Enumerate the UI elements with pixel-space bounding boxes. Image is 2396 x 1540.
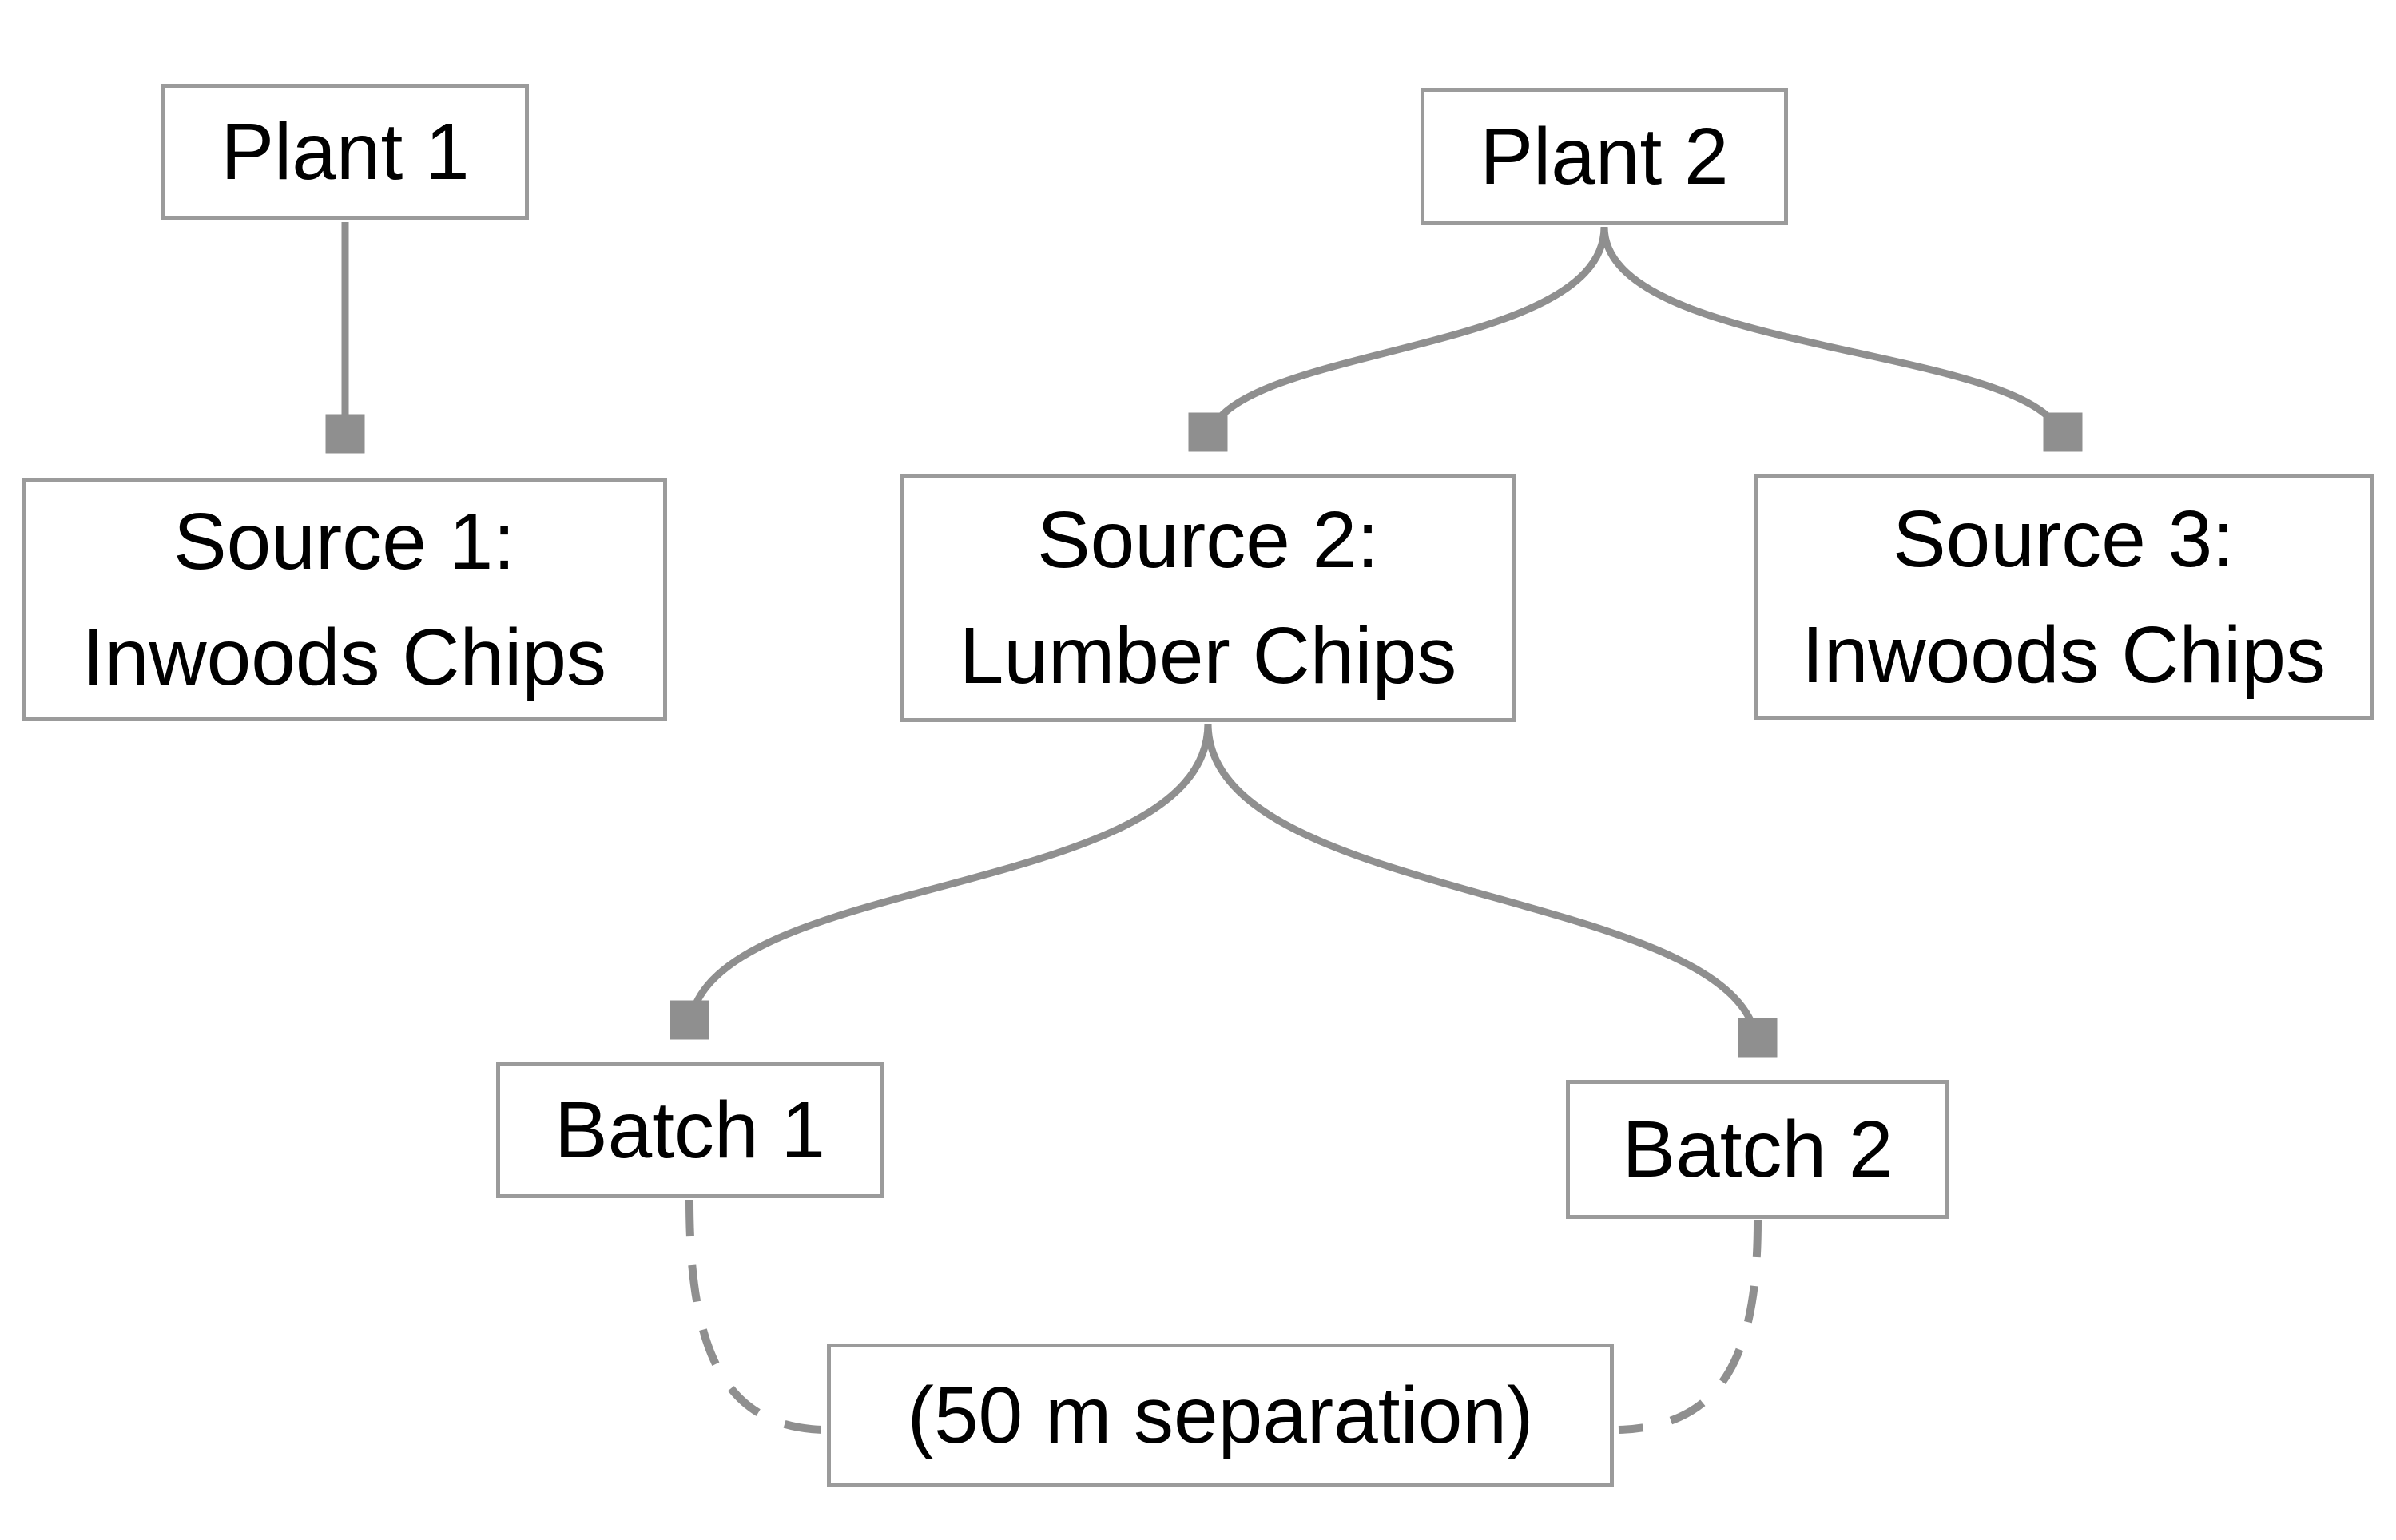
- node-source-3: Source 3: Inwoods Chips: [1754, 474, 2374, 720]
- node-source-1: Source 1: Inwoods Chips: [22, 478, 667, 721]
- edge-source2-batch1: [689, 723, 1212, 1034]
- edge-source2-batch2: [1204, 723, 1758, 1051]
- edge-plant2-source2: [1208, 226, 1608, 446]
- edge-batch1-separation: [685, 1199, 824, 1434]
- node-source-2: Source 2: Lumber Chips: [900, 474, 1516, 722]
- node-separation-note: (50 m separation): [827, 1344, 1614, 1487]
- node-batch-1: Batch 1: [496, 1062, 884, 1198]
- node-plant-1: Plant 1: [161, 84, 529, 220]
- edge-batch2-separation: [1618, 1220, 1762, 1434]
- node-plant-2: Plant 2: [1421, 88, 1788, 225]
- edge-plant2-source3: [1600, 226, 2063, 446]
- node-batch-2: Batch 2: [1566, 1080, 1949, 1219]
